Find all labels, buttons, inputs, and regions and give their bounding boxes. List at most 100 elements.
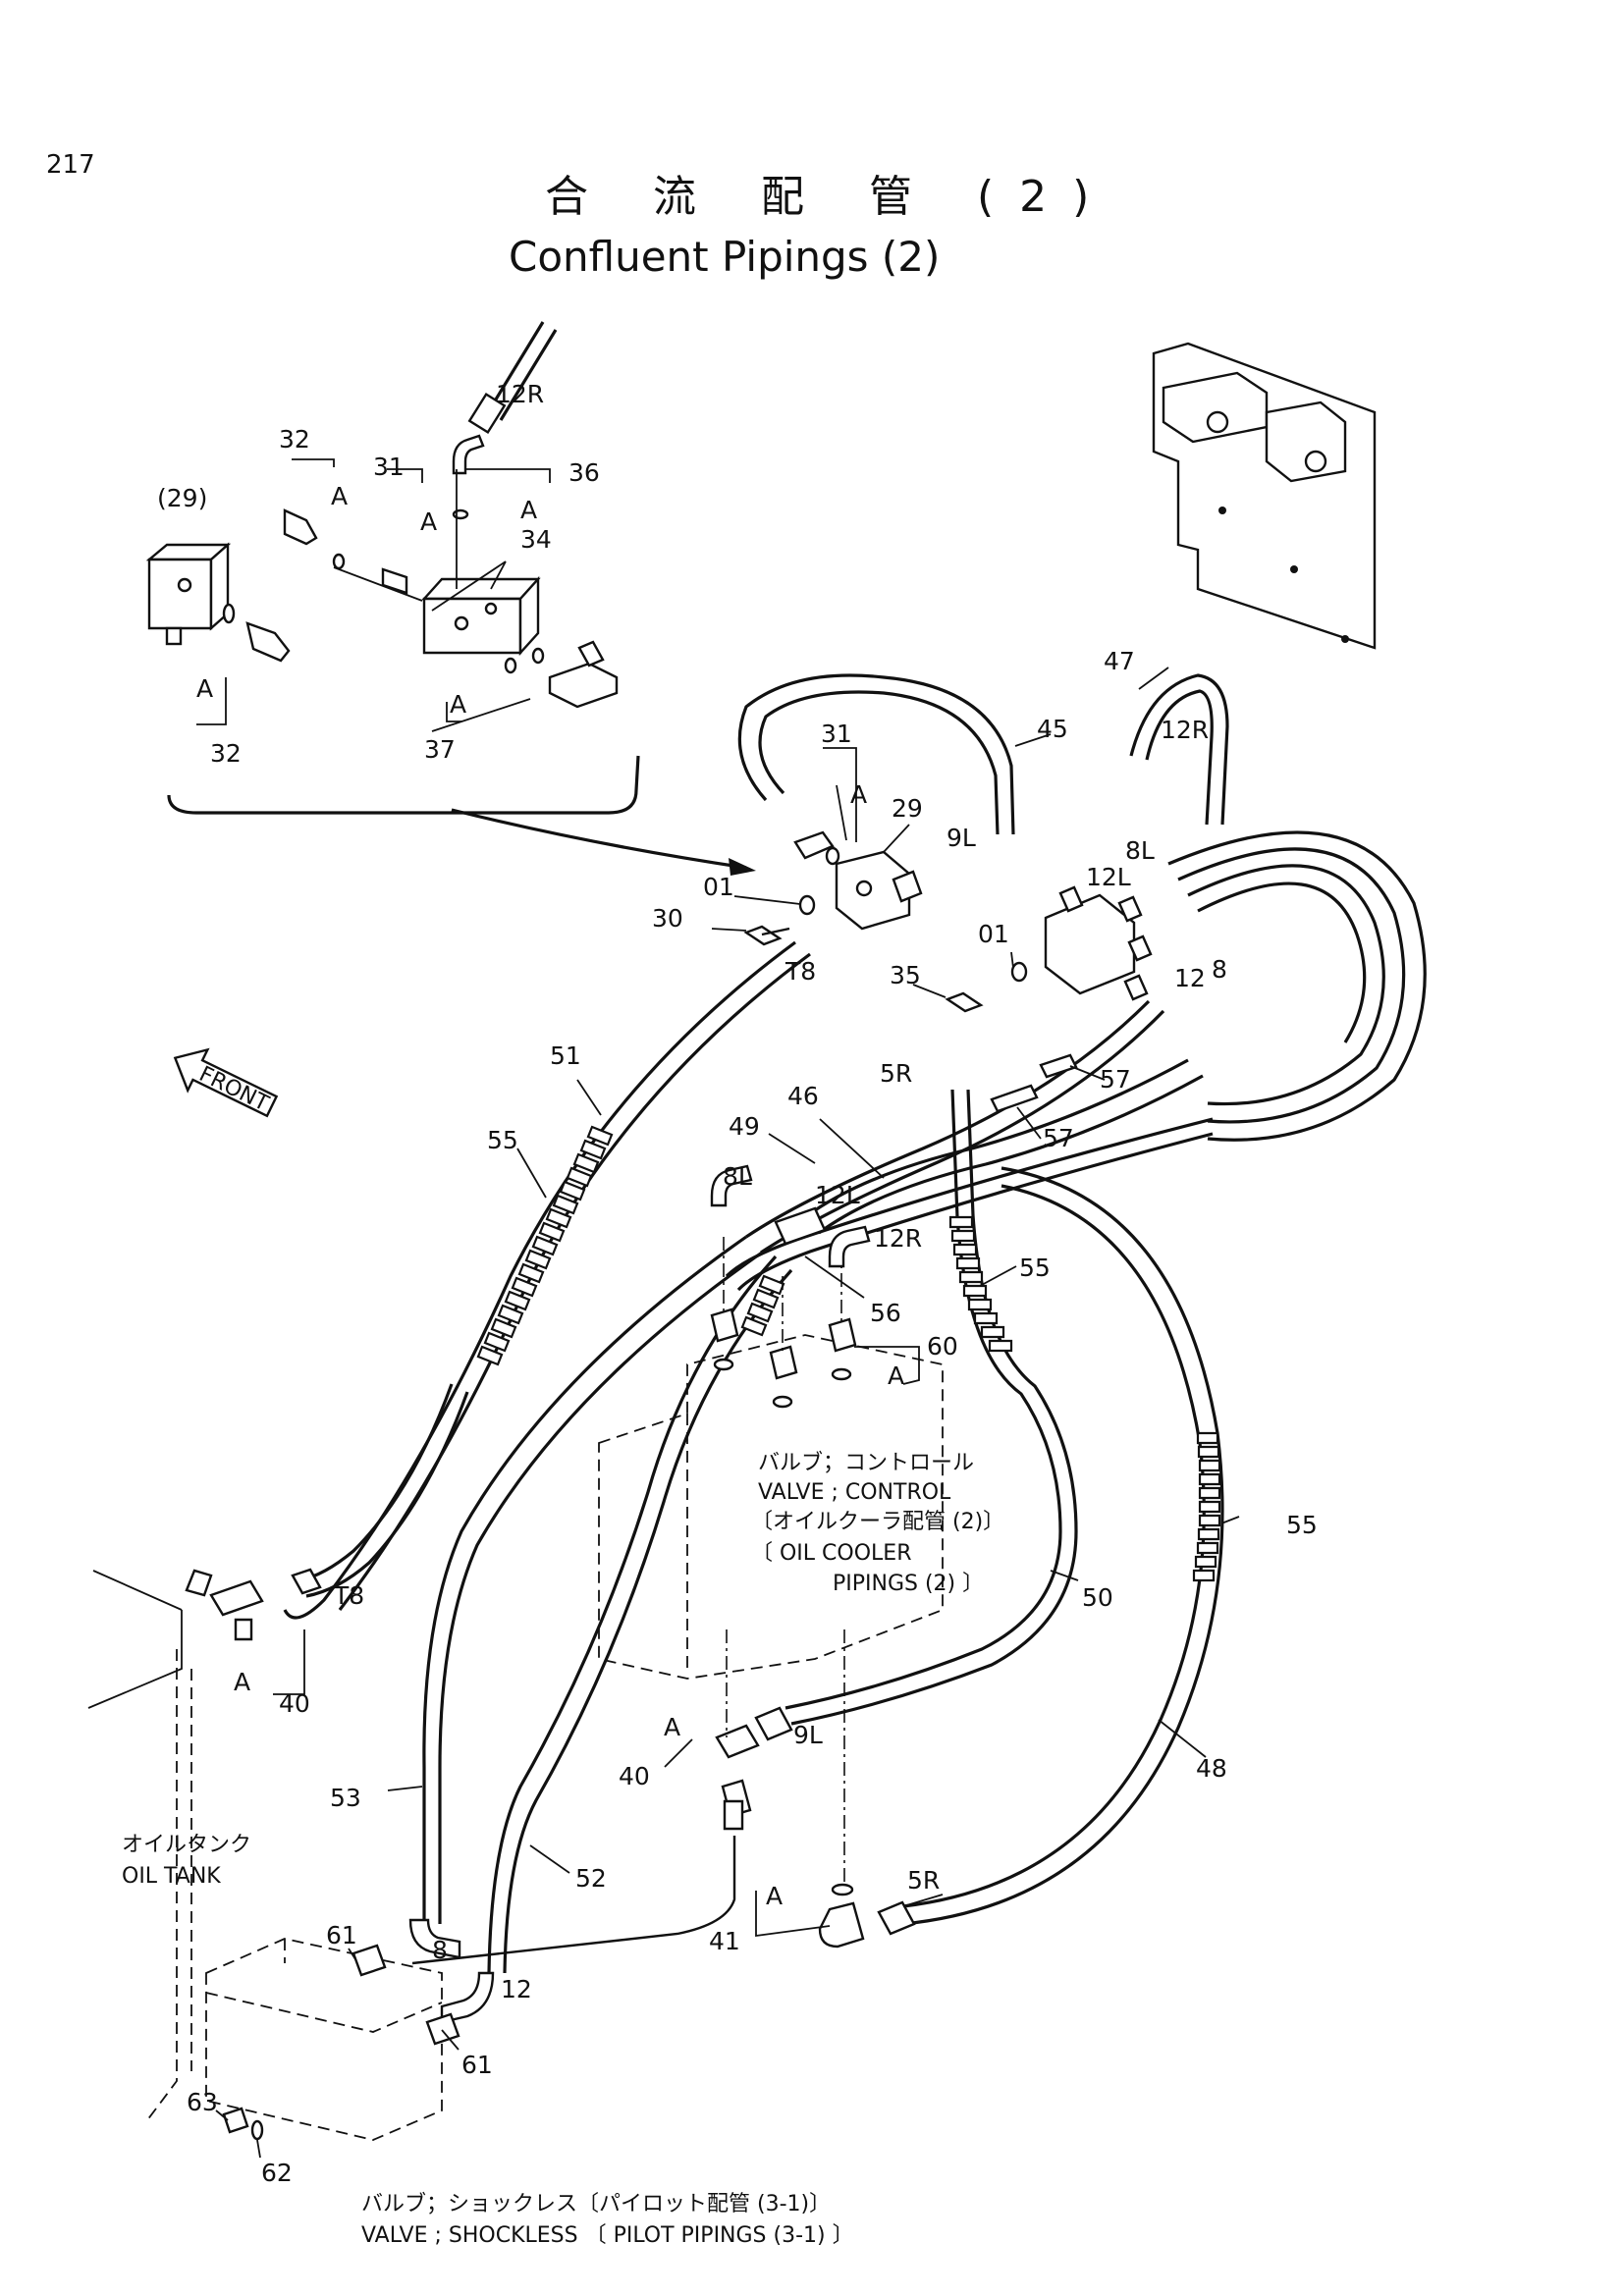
clamp-57-b: [1039, 1053, 1078, 1079]
callout-A-inset-4: A: [196, 674, 213, 703]
elbow-8-lower: [408, 1918, 461, 1959]
lead-31a: [387, 468, 423, 483]
plate-hole-3: [1341, 635, 1349, 643]
note-control-valve-jp: バルブ；コントロール: [758, 1451, 974, 1475]
callout-A-inset-3: A: [520, 496, 537, 524]
valve-oring-1: [713, 1358, 734, 1371]
elbow-41: [818, 1901, 865, 1949]
clamp-56: [774, 1206, 827, 1246]
hose-48-b: [902, 1184, 1206, 1908]
oring-41: [831, 1883, 854, 1896]
plate-port-2: [1304, 450, 1327, 473]
spring-guard-55-right: [1192, 1431, 1221, 1582]
callout-55-center: 55: [1019, 1254, 1051, 1282]
lead-61-upper: [348, 1948, 356, 1960]
block-34-port-a: [454, 615, 469, 631]
title-english: Confluent Pipings (2): [509, 233, 940, 281]
callout-35: 35: [890, 961, 921, 989]
callout-51: 51: [550, 1041, 581, 1070]
callout-30: 30: [652, 904, 683, 933]
callout-8L-top: 8L: [1125, 836, 1155, 865]
callout-62: 62: [261, 2159, 293, 2187]
fitting-9L-lower: [754, 1706, 793, 1741]
block-29-stub: [165, 626, 183, 646]
lead-31-main: [823, 747, 857, 842]
callout-36: 36: [568, 458, 600, 487]
callout-52: 52: [575, 1864, 607, 1893]
lead-36: [466, 468, 551, 483]
hose-47-outer: [1129, 673, 1229, 826]
callout-29-main: 29: [892, 794, 923, 823]
hose-bundle-1: [745, 999, 1151, 1239]
callout-57-a: 57: [1100, 1065, 1131, 1094]
spring-guard-55-left: [476, 1125, 614, 1366]
tee-37-stem: [577, 640, 605, 667]
callout-46: 46: [787, 1082, 819, 1110]
hose-53-a: [422, 1235, 747, 1924]
valve-fitting-2: [769, 1345, 798, 1380]
note-oil-tank-jp: オイルタンク: [122, 1833, 251, 1857]
callout-12R-top: 12R: [1161, 716, 1209, 744]
block-29-main-port: [855, 880, 873, 897]
oring-29-main: [825, 846, 840, 866]
lead-34: [431, 561, 507, 612]
lead-49: [768, 1133, 816, 1164]
block-34-side: [518, 575, 540, 657]
lead-29-main: [883, 824, 910, 853]
shockless-valve-edges: [205, 1939, 443, 2033]
valve-oring-2: [772, 1395, 793, 1409]
lead-55-left: [516, 1148, 547, 1199]
oil-tank-dashed: [146, 1649, 178, 2121]
callout-31-main: 31: [821, 720, 852, 748]
hose-51-lower-b: [305, 1391, 469, 1598]
lead-01-b: [1010, 951, 1014, 969]
fitting-61-lower: [425, 2012, 460, 2046]
callout-61-lower: 61: [461, 2051, 493, 2079]
hose-loop-right-1: [1167, 830, 1427, 1142]
front-arrow: FRONT: [173, 1047, 279, 1118]
callout-32-top: 32: [279, 425, 310, 454]
callout-12L-mid: 12L: [815, 1181, 860, 1209]
callout-12R-inset: 12R: [496, 380, 544, 408]
callout-12-top: 12: [1174, 964, 1206, 992]
block-34-port-b: [484, 602, 498, 615]
callout-57-b: 57: [1043, 1124, 1074, 1152]
elbow-29-main: [892, 870, 923, 903]
callout-56: 56: [870, 1299, 901, 1327]
note-shockless-en: VALVE ; SHOCKLESS 〔 PILOT PIPINGS (3-1) …: [361, 2223, 854, 2248]
callout-32-bottom: 32: [210, 739, 242, 768]
washer-01-a: [798, 894, 816, 916]
lead-51: [576, 1079, 602, 1116]
block-29-port: [177, 577, 192, 593]
lead-57a: [1069, 1065, 1106, 1081]
hose-53-b: [438, 1251, 763, 1924]
callout-A-40-left: A: [234, 1668, 250, 1696]
lead-35: [912, 984, 947, 998]
callout-12L-top: 12L: [1086, 863, 1131, 891]
callout-60: 60: [927, 1332, 958, 1361]
callout-45: 45: [1037, 715, 1068, 743]
elbow-36: [452, 434, 485, 475]
hose-45-outer: [737, 673, 1015, 835]
callout-A-60: A: [888, 1362, 904, 1390]
manifold-fitting-9L: [1058, 885, 1084, 913]
front-label: FRONT: [195, 1062, 273, 1117]
lead-52: [529, 1844, 570, 1874]
note-oil-cooler-jp: 〔オイルクーラ配管 (2)〕: [751, 1510, 1004, 1534]
lead-A-main: [836, 784, 847, 841]
lead-32b: [196, 677, 227, 725]
lead-57b: [1016, 1106, 1042, 1140]
tee-40-center: [715, 1724, 760, 1759]
callout-5R-top: 5R: [880, 1059, 912, 1088]
callout-49: 49: [729, 1112, 760, 1141]
callout-9L-top: 9L: [947, 824, 976, 852]
callout-61-upper: 61: [326, 1921, 357, 1949]
tee-40-left-stem: [234, 1618, 253, 1641]
hose-loop-right-2: [1177, 847, 1406, 1124]
fitting-5R-lower: [877, 1900, 916, 1936]
callout-01-b: 01: [978, 920, 1009, 948]
callout-37: 37: [424, 735, 456, 764]
plate-hole-1: [1218, 507, 1226, 514]
callout-A-inset-5: A: [450, 690, 466, 719]
